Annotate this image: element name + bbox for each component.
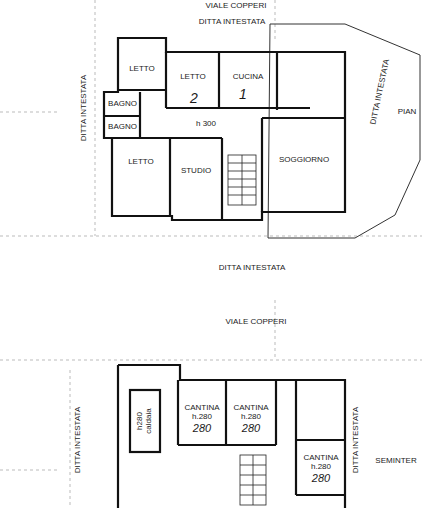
plan-label: SEMINTER	[375, 457, 416, 465]
room-area: LETTO	[114, 142, 168, 182]
plan-label: DITTA INTESTATA	[352, 407, 360, 474]
plan-label: DITTA INTESTATA	[219, 264, 286, 272]
room-area: CUCINA	[221, 62, 275, 92]
plan-label: PIAN	[398, 108, 417, 116]
plan-label: VIALE COPPERI	[226, 318, 287, 326]
plan-label: 1	[239, 87, 247, 101]
room-area: CANTINAh.280280	[228, 396, 274, 442]
room-label: CANTINA	[184, 404, 219, 413]
room-area: h280caldaia	[134, 391, 156, 451]
room-label: 280	[242, 422, 260, 434]
room-label: caldaia	[145, 408, 154, 433]
plan-label: DITTA INTESTATA	[369, 59, 391, 126]
room-area: STUDIO	[172, 158, 220, 184]
room-label: h.280	[241, 413, 261, 422]
room-area: CANTINAh.280280	[298, 446, 344, 492]
plan-label: DITTA INTESTATA	[199, 18, 266, 26]
room-label: 280	[193, 422, 211, 434]
room-area: BAGNO	[106, 94, 139, 114]
room-label: BAGNO	[108, 123, 137, 132]
plan-label: DITTA INTESTATA	[80, 75, 88, 142]
room-label: LETTO	[129, 65, 155, 74]
plan-label: VIALE COPPERI	[206, 2, 267, 10]
room-label: CANTINA	[233, 404, 268, 413]
room-label: BAGNO	[108, 100, 137, 109]
room-area: BAGNO	[106, 118, 139, 136]
room-area: LETTO	[120, 52, 164, 86]
room-area: LETTO	[168, 62, 218, 92]
room-label: h.280	[311, 463, 331, 472]
plan-label: DITTA INTESTATA	[74, 407, 82, 474]
room-label: h280	[136, 412, 145, 430]
room-area: SOGGIORNO	[264, 140, 344, 180]
plan-label: h 300	[196, 120, 216, 128]
room-label: 280	[312, 472, 330, 484]
room-label: LETTO	[180, 73, 206, 82]
room-label: LETTO	[128, 158, 154, 167]
room-label: CANTINA	[303, 454, 338, 463]
room-area: CANTINAh.280280	[180, 396, 224, 442]
room-label: CUCINA	[233, 73, 264, 82]
room-label: SOGGIORNO	[279, 156, 329, 165]
room-label: STUDIO	[181, 167, 211, 176]
room-label: h.280	[192, 413, 212, 422]
plan-label: 2	[190, 91, 198, 105]
